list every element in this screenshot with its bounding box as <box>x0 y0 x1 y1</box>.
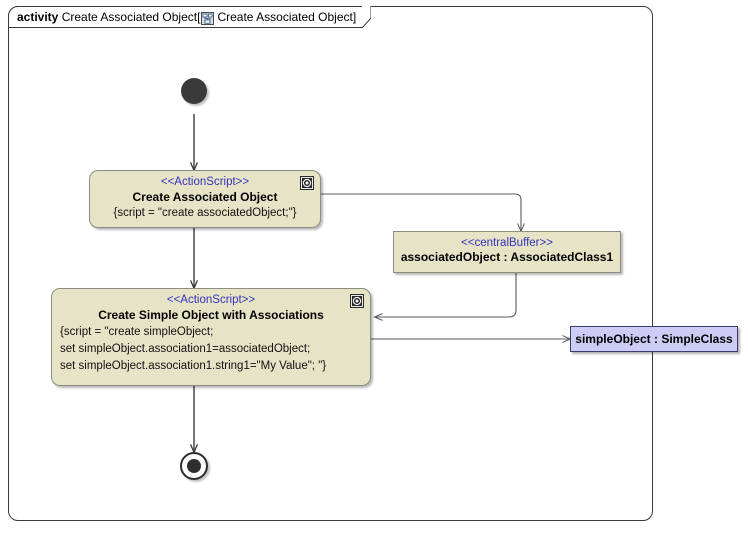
action-script-icon[interactable] <box>350 294 364 308</box>
action-name: Create Associated Object <box>132 190 278 204</box>
frame-activity-name: Create Associated Object <box>61 10 198 24</box>
action-script-body: {script = "create associatedObject;"} <box>113 207 297 219</box>
frame-tab-diagram-name: Create Associated Object <box>217 10 353 24</box>
buffer-name: associatedObject : AssociatedClass1 <box>400 250 614 264</box>
object-node-label: simpleObject : SimpleClass <box>575 332 733 346</box>
frame-bracket-open: [ <box>197 10 201 24</box>
action-script-icon[interactable] <box>300 176 314 190</box>
initial-node[interactable] <box>181 78 207 104</box>
buffer-stereotype: <<centralBuffer>> <box>461 237 553 249</box>
action-script-line-3: set simpleObject.association1.string1="M… <box>60 360 327 372</box>
activity-frame-header[interactable]: activity Create Associated Object [ Crea… <box>8 6 363 28</box>
action-stereotype: <<ActionScript>> <box>166 294 256 306</box>
object-node-simple-object[interactable]: simpleObject : SimpleClass <box>570 326 738 352</box>
action-create-associated-object[interactable]: <<ActionScript>> Create Associated Objec… <box>89 170 321 228</box>
activity-diagram-icon <box>201 11 215 25</box>
frame-bracket-close: ] <box>352 10 357 24</box>
central-buffer-associated-object[interactable]: <<centralBuffer>> associatedObject : Ass… <box>393 231 621 273</box>
activity-final-node[interactable] <box>180 452 208 480</box>
action-script-line-1: {script = "create simpleObject; <box>60 326 214 338</box>
action-name: Create Simple Object with Associations <box>98 308 324 322</box>
frame-keyword: activity <box>17 10 59 24</box>
action-script-line-2: set simpleObject.association1=associated… <box>60 343 311 355</box>
action-create-simple-object[interactable]: <<ActionScript>> Create Simple Object wi… <box>51 288 371 386</box>
action-stereotype: <<ActionScript>> <box>160 176 250 188</box>
